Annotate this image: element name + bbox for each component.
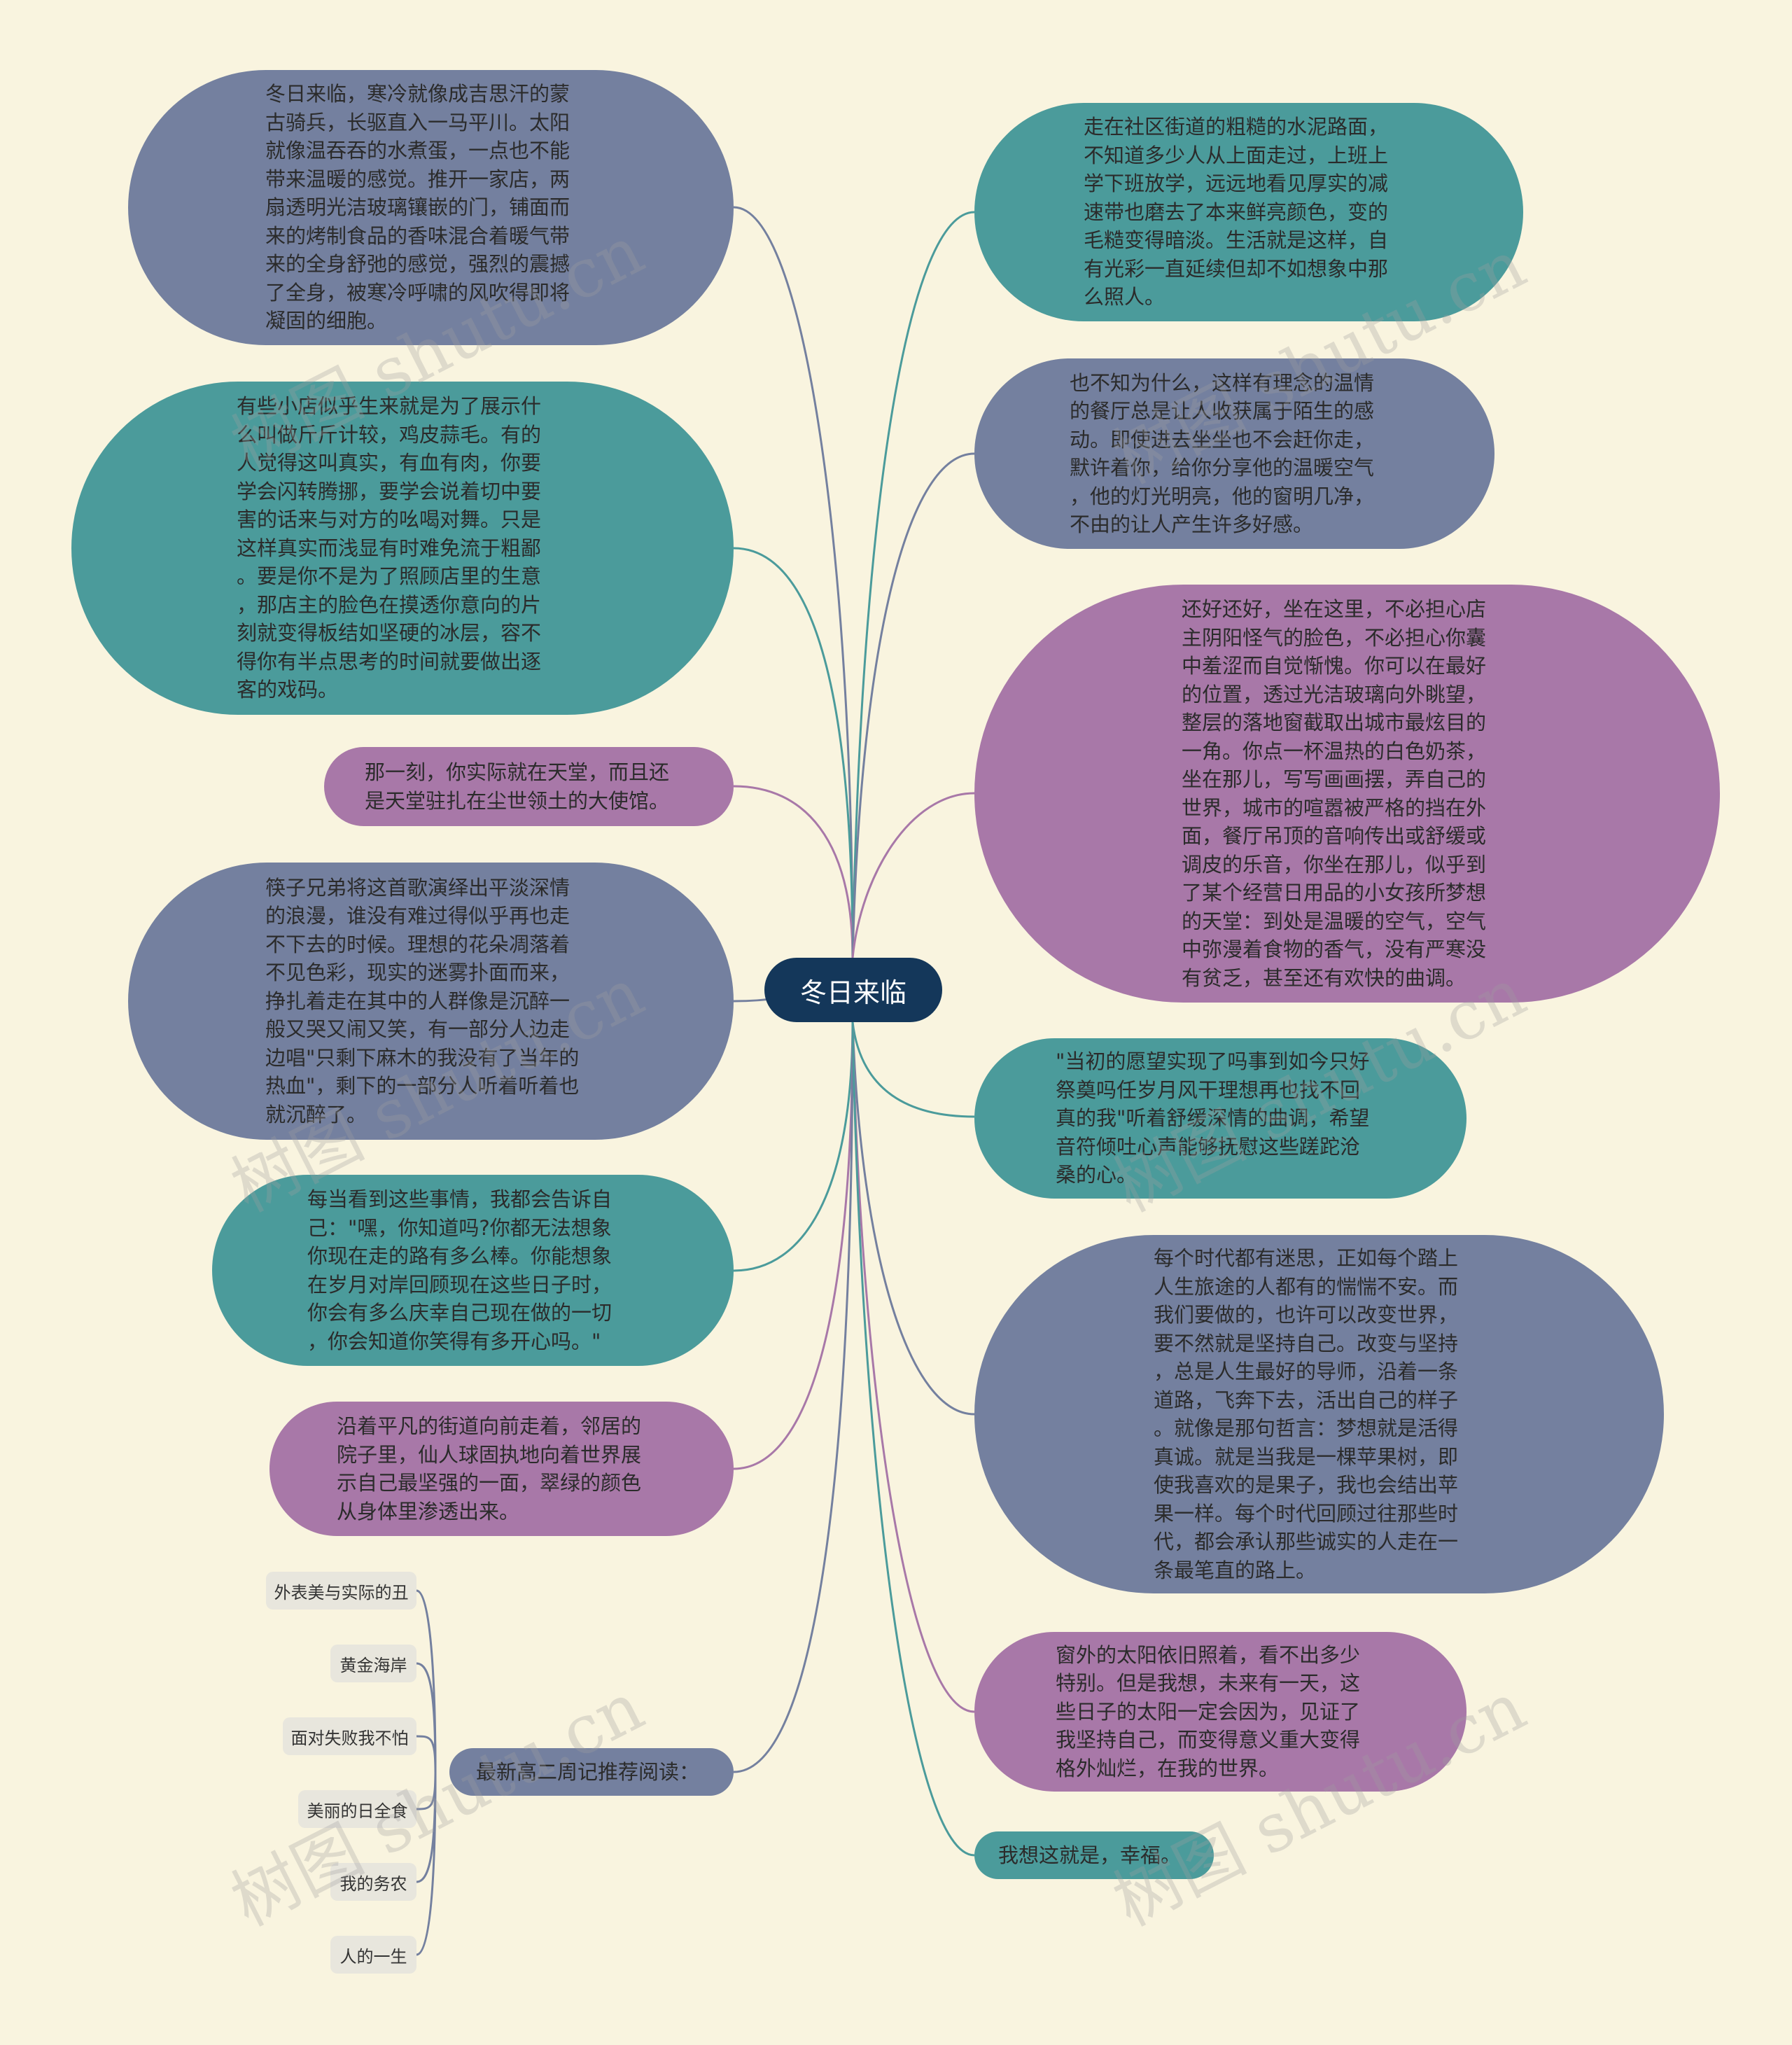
link-right-6 (851, 1021, 975, 1713)
reading-list-item[interactable]: 美丽的日全食 (298, 1790, 416, 1828)
right-node-5-text: 每个时代都有迷思，正如每个踏上 人生旅途的人都有的惴惴不安。而 我们要做的，也许… (1154, 1246, 1459, 1582)
reading-list-item[interactable]: 人的一生 (330, 1936, 416, 1974)
left-node-3-text: 那一刻，你实际就在天堂，而且还 是天堂驻扎在尘世领土的大使馆。 (365, 760, 670, 813)
right-node-4[interactable]: "当初的愿望实现了吗事到如今只好 祭奠吗任岁月风干理想再也找不回 真的我"听着舒… (974, 1038, 1466, 1199)
right-node-6-text: 窗外的太阳依旧照着，看不出多少 特别。但是我想，未来有一天，这 些日子的太阳一定… (1056, 1642, 1361, 1780)
reading-list-item[interactable]: 面对失败我不怕 (283, 1717, 416, 1755)
left-node-3[interactable]: 那一刻，你实际就在天堂，而且还 是天堂驻扎在尘世领土的大使馆。 (324, 747, 734, 826)
root-node-label: 冬日来临 (799, 977, 906, 1008)
link-right-3 (851, 792, 975, 958)
link-right-1 (851, 211, 975, 958)
reading-list-item-label: 美丽的日全食 (307, 1801, 408, 1821)
left-node-2-text: 有些小店似乎生来就是为了展示什 么叫做斤斤计较，鸡皮蒜毛。有的 人觉得这叫真实，… (237, 394, 542, 702)
link-right-4 (851, 1021, 975, 1118)
reading-list-item[interactable]: 外表美与实际的丑 (266, 1572, 416, 1610)
right-node-3-text: 还好还好，坐在这里，不必担心店 主阴阳怪气的脸色，不必担心你囊 中羞涩而自觉惭愧… (1182, 597, 1487, 990)
reading-list-item[interactable]: 黄金海岸 (330, 1645, 416, 1682)
link-left-2 (733, 547, 854, 958)
reading-list-item-label: 面对失败我不怕 (290, 1728, 409, 1748)
link-left-1 (733, 206, 854, 958)
left-node-4-text: 筷子兄弟将这首歌演绎出平淡深情 的浪漫，谁没有难过得似乎再也走 不下去的时候。理… (265, 875, 580, 1126)
reading-list-item[interactable]: 我的务农 (330, 1863, 416, 1901)
right-node-6[interactable]: 窗外的太阳依旧照着，看不出多少 特别。但是我想，未来有一天，这 些日子的太阳一定… (974, 1632, 1466, 1792)
link-right-2 (851, 452, 975, 958)
right-node-7-text: 我想这就是，幸福。 (998, 1843, 1182, 1867)
right-node-1-text: 走在社区街道的粗糙的水泥路面， 不知道多少人从上面走过，上班上 学下班放学，远远… (1084, 115, 1389, 309)
left-node-1[interactable]: 冬日来临，寒冷就像成吉思汗的蒙 古骑兵，长驱直入一马平川。太阳 就像温吞吞的水煮… (128, 70, 734, 345)
left-node-5-text: 每当看到这些事情，我都会告诉自 己："嘿，你知道吗?你都无法想象 你现在走的路有… (307, 1187, 612, 1353)
left-node-4[interactable]: 筷子兄弟将这首歌演绎出平淡深情 的浪漫，谁没有难过得似乎再也走 不下去的时候。理… (128, 863, 734, 1140)
reading-list-item-label: 外表美与实际的丑 (274, 1582, 409, 1603)
link-right-5 (851, 1021, 975, 1416)
link-left-6 (733, 1021, 854, 1470)
right-node-1[interactable]: 走在社区街道的粗糙的水泥路面， 不知道多少人从上面走过，上班上 学下班放学，远远… (974, 103, 1523, 321)
link-list-2 (416, 1662, 437, 1773)
link-right-7 (851, 1021, 975, 1857)
right-node-2-text: 也不知为什么，这样有理念的温情 的餐厅总是让人收获属于陌生的感 动。即使进去坐坐… (1070, 370, 1375, 537)
reading-list-item-label: 人的一生 (340, 1946, 407, 1967)
link-left-7 (733, 1021, 854, 1773)
reading-list-heading[interactable]: 最新高二周记推荐阅读： (449, 1748, 734, 1796)
left-node-1-text: 冬日来临，寒冷就像成吉思汗的蒙 古骑兵，长驱直入一马平川。太阳 就像温吞吞的水煮… (265, 82, 570, 333)
link-list-6 (416, 1771, 437, 1956)
reading-list-item-label: 黄金海岸 (340, 1655, 407, 1675)
left-node-6[interactable]: 沿着平凡的街道向前走着，邻居的 院子里，仙人球固执地向着世界展 示自己最坚强的一… (270, 1402, 734, 1536)
reading-list-item-label: 我的务农 (340, 1873, 407, 1894)
left-node-5[interactable]: 每当看到这些事情，我都会告诉自 己："嘿，你知道吗?你都无法想象 你现在走的路有… (212, 1175, 734, 1366)
right-node-5[interactable]: 每个时代都有迷思，正如每个踏上 人生旅途的人都有的惴惴不安。而 我们要做的，也许… (974, 1235, 1664, 1593)
left-node-6-text: 沿着平凡的街道向前走着，邻居的 院子里，仙人球固执地向着世界展 示自己最坚强的一… (337, 1414, 642, 1523)
right-node-7[interactable]: 我想这就是，幸福。 (974, 1831, 1214, 1879)
link-list-4 (416, 1771, 437, 1810)
right-node-4-text: "当初的愿望实现了吗事到如今只好 祭奠吗任岁月风干理想再也找不回 真的我"听着舒… (1056, 1049, 1370, 1187)
link-list-3 (416, 1735, 437, 1773)
link-left-5 (733, 1021, 854, 1272)
link-left-3 (733, 785, 854, 958)
right-node-2[interactable]: 也不知为什么，这样有理念的温情 的餐厅总是让人收获属于陌生的感 动。即使进去坐坐… (974, 358, 1494, 549)
left-node-2[interactable]: 有些小店似乎生来就是为了展示什 么叫做斤斤计较，鸡皮蒜毛。有的 人觉得这叫真实，… (71, 382, 734, 715)
right-node-3[interactable]: 还好还好，坐在这里，不必担心店 主阴阳怪气的脸色，不必担心你囊 中羞涩而自觉惭愧… (974, 585, 1720, 1003)
link-list-5 (416, 1771, 437, 1883)
root-node[interactable]: 冬日来临 (764, 958, 942, 1022)
reading-list-heading-text: 最新高二周记推荐阅读： (476, 1759, 700, 1784)
